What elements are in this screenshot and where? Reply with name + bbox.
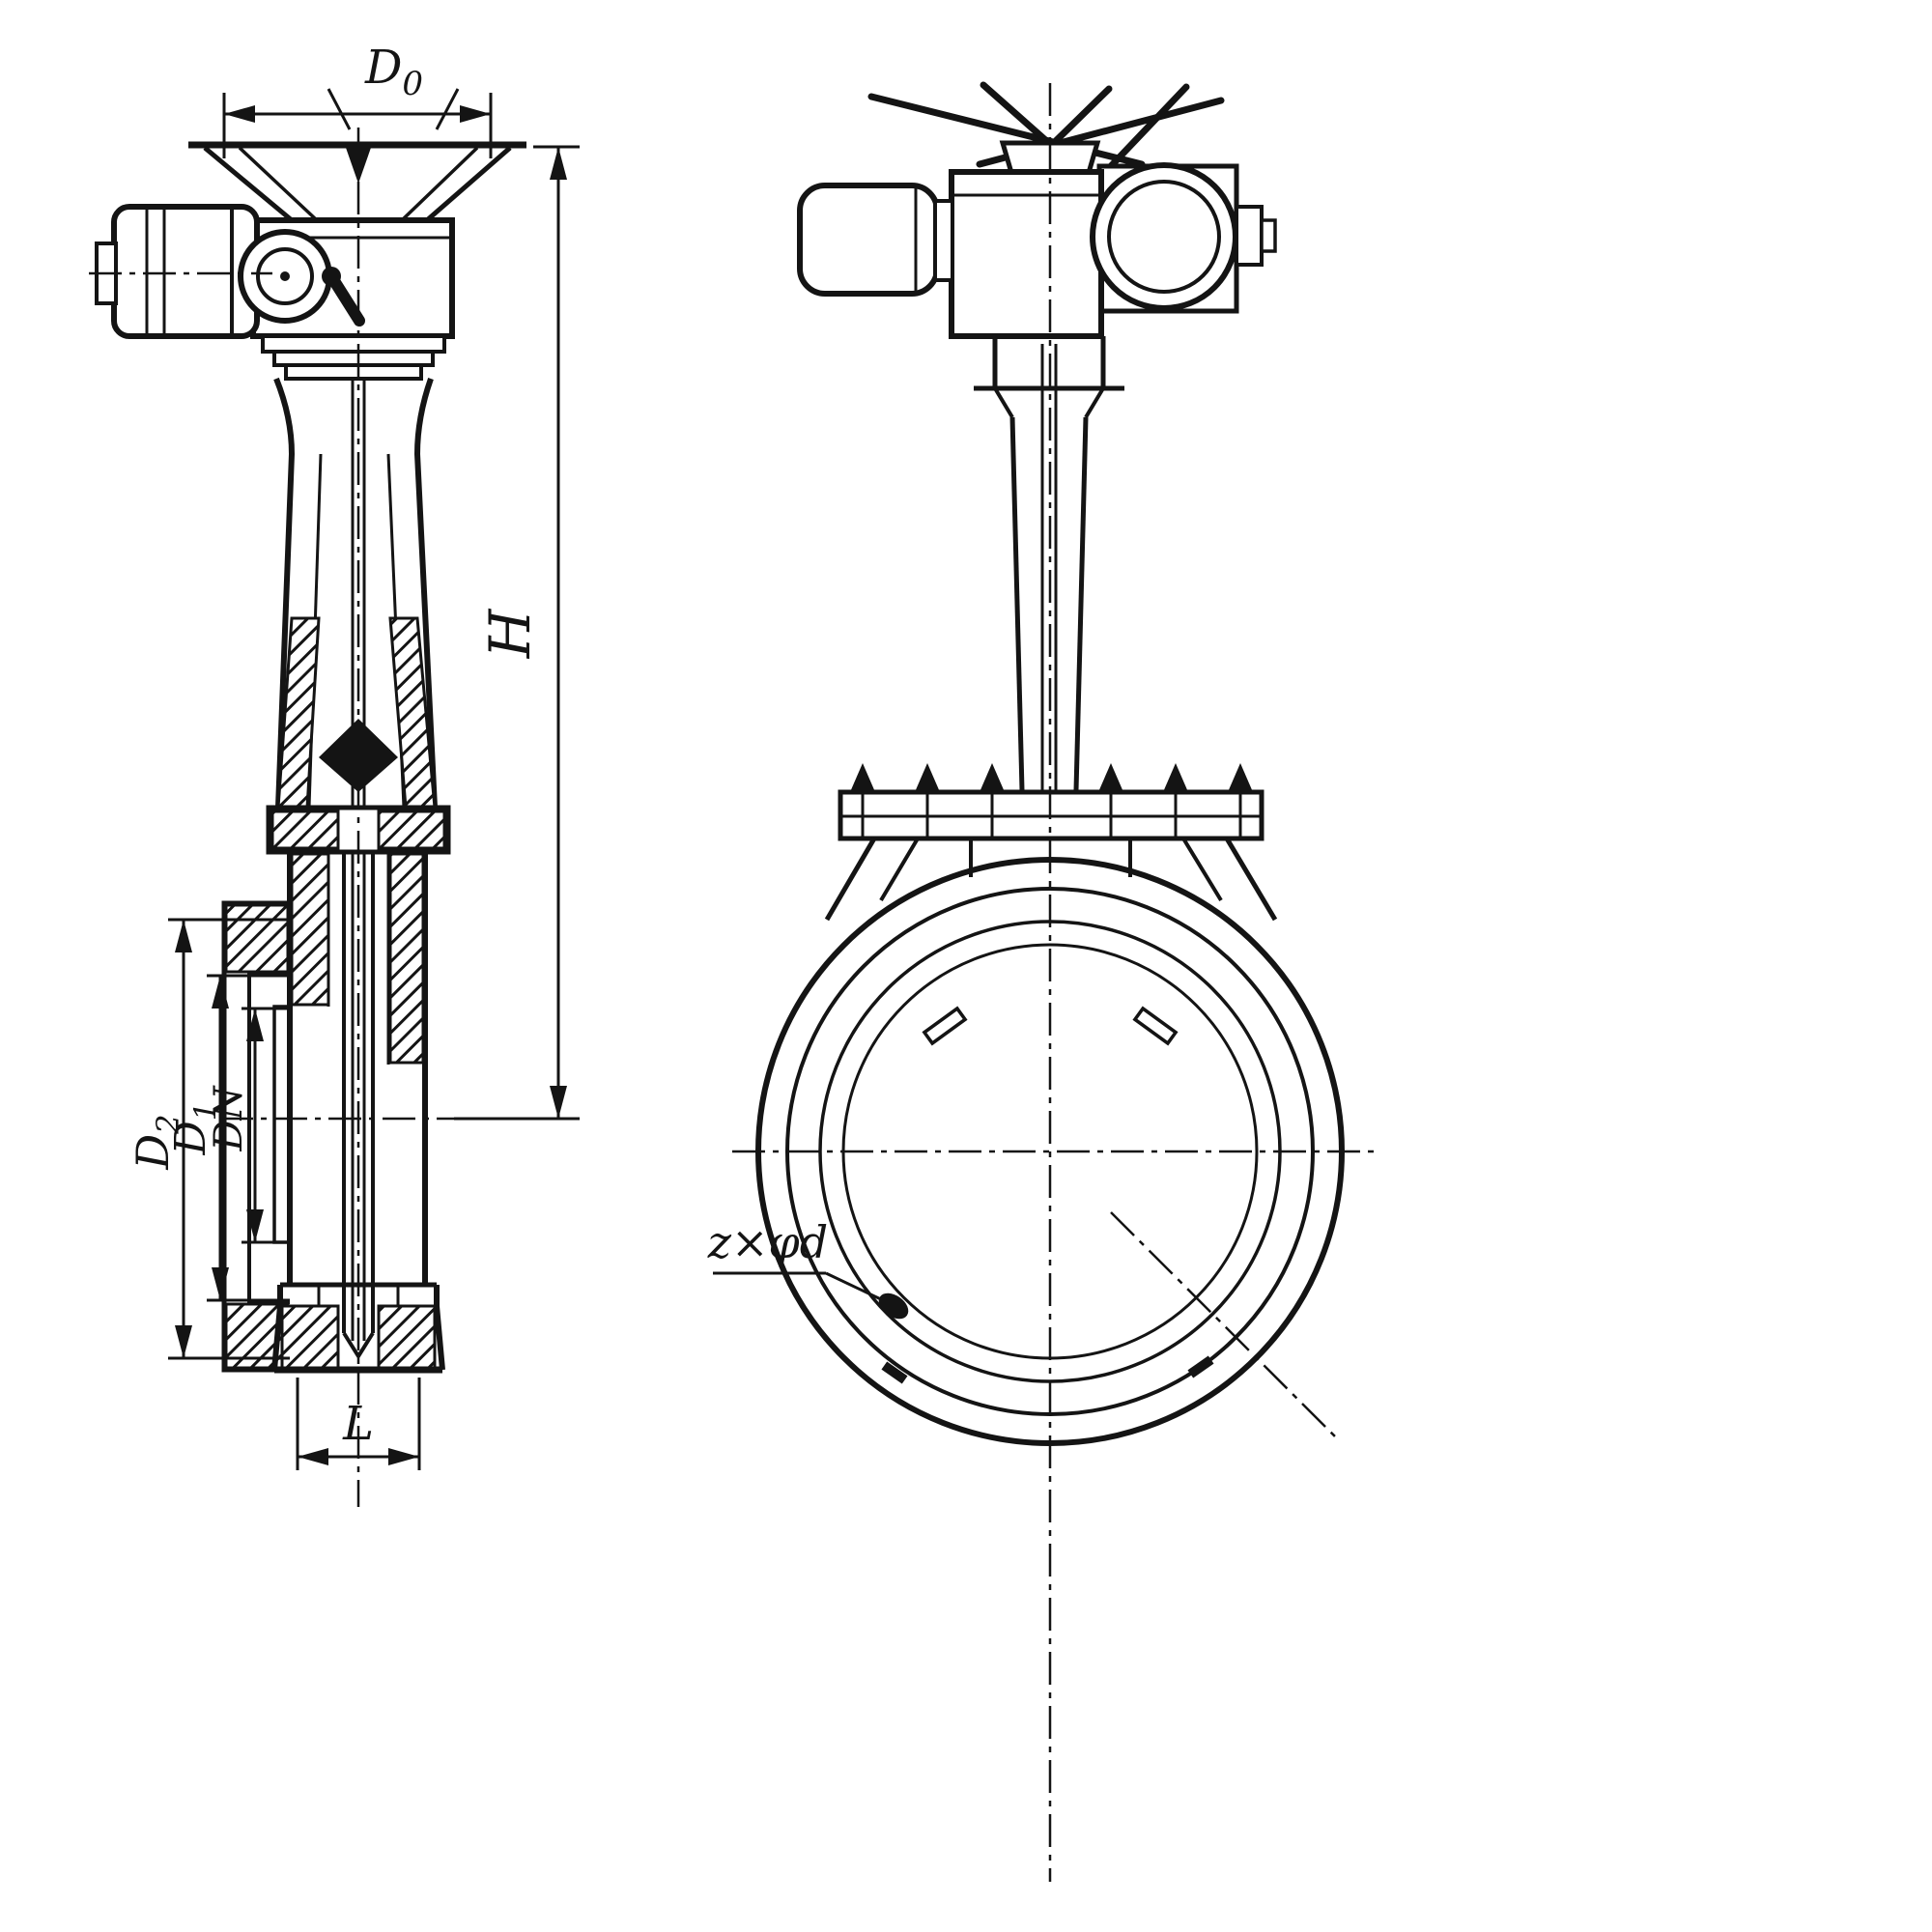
yoke-column-front bbox=[1009, 344, 1089, 791]
actuator-port bbox=[238, 229, 365, 327]
bolt-hole bbox=[878, 1293, 909, 1320]
bolt-hole-callout bbox=[713, 1271, 909, 1320]
right-view-centerlines bbox=[732, 83, 1379, 1882]
actuator-front bbox=[797, 162, 1277, 419]
dimension-dn bbox=[242, 1007, 292, 1244]
gate-knife-tip bbox=[342, 1331, 375, 1360]
dim-label-bolt-spec: z×φd bbox=[707, 1216, 828, 1268]
gland-bolts bbox=[850, 763, 1253, 838]
dim-label-h: H bbox=[477, 608, 543, 659]
stem-tip-arrow bbox=[345, 145, 372, 184]
dimension-h bbox=[454, 145, 580, 1121]
right-view-front: z×φd bbox=[707, 81, 1379, 1882]
motor-housing bbox=[95, 204, 260, 339]
bonnet-yoke bbox=[273, 377, 438, 1341]
dim-label-d2: D2 bbox=[127, 1114, 186, 1170]
left-view-side-section: D0 H D2 D1 bbox=[89, 41, 580, 1507]
left-view-centerlines bbox=[89, 128, 454, 1507]
body-transition bbox=[824, 837, 1278, 922]
dim-label-d1: D1 bbox=[166, 1101, 223, 1155]
dimension-d2 bbox=[168, 918, 290, 1360]
handwheel-gearbox-circle bbox=[1090, 162, 1238, 311]
gate-guide-slots bbox=[881, 1006, 1214, 1384]
lever-arm bbox=[326, 270, 365, 327]
dim-label-d0: D0 bbox=[364, 41, 423, 103]
dimension-d1 bbox=[207, 974, 290, 1302]
dimension-d0 bbox=[222, 88, 493, 158]
